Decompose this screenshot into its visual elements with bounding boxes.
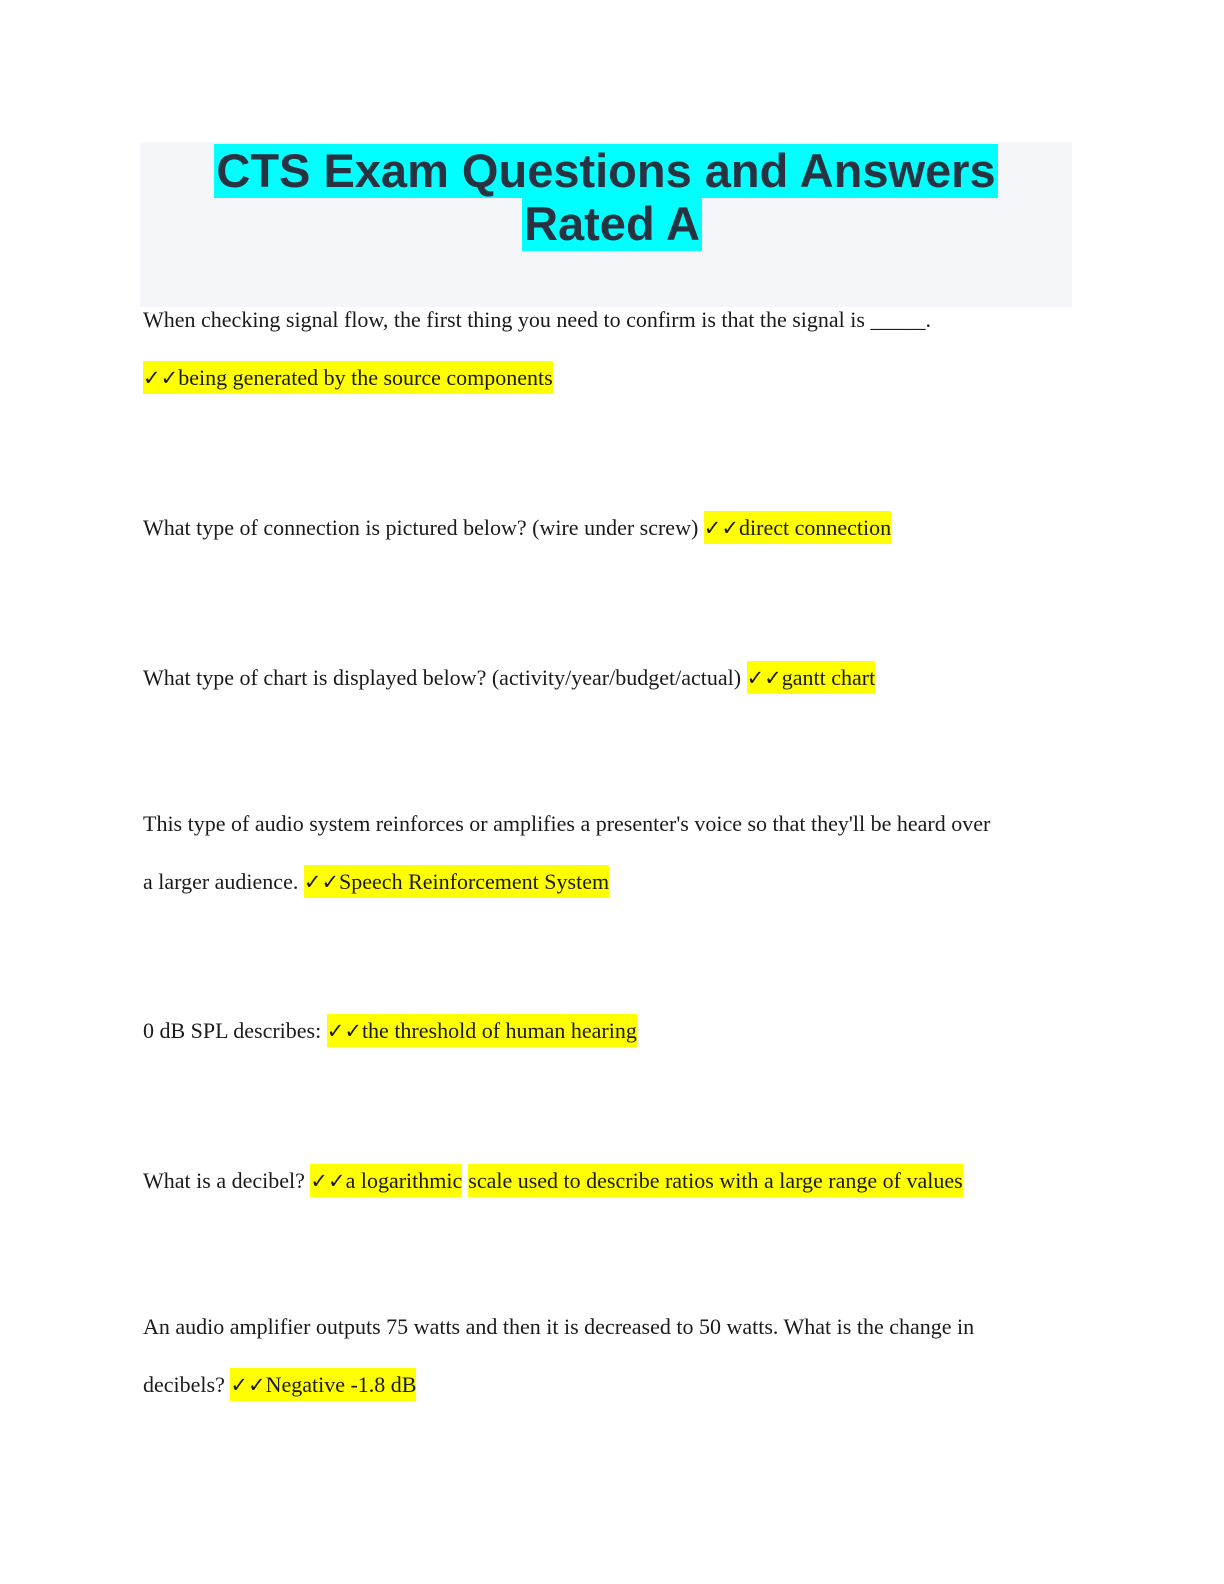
- check-icon: ✓✓: [310, 1169, 346, 1193]
- answer-text: Negative -1.8 dB: [265, 1372, 417, 1397]
- question-text-line-2: a larger audience.: [143, 869, 299, 894]
- answer-text: direct connection: [739, 515, 892, 540]
- check-icon: ✓✓: [143, 366, 179, 390]
- question-7: An audio amplifier outputs 75 watts and …: [143, 1298, 1083, 1356]
- question-4: This type of audio system reinforces or …: [143, 795, 1083, 853]
- question-text: What is a decibel?: [143, 1168, 305, 1193]
- check-icon: ✓✓: [326, 1019, 362, 1043]
- answer-highlight: ✓✓direct connection: [703, 511, 892, 544]
- question-2: What type of connection is pictured belo…: [143, 499, 1083, 557]
- check-icon: ✓✓: [230, 1373, 266, 1397]
- question-3: What type of chart is displayed below? (…: [143, 649, 1083, 707]
- answer-highlight: ✓✓the threshold of human hearing: [326, 1014, 637, 1047]
- check-icon: ✓✓: [703, 516, 739, 540]
- question-text: What type of chart is displayed below? (…: [143, 665, 742, 690]
- answer-highlight-part-2: scale used to describe ratios with a lar…: [468, 1164, 963, 1197]
- answer-1: ✓✓being generated by the source componen…: [143, 349, 1083, 407]
- answer-text: the threshold of human hearing: [361, 1018, 637, 1043]
- answer-text: gantt chart: [781, 665, 876, 690]
- question-text: When checking signal flow, the first thi…: [143, 307, 931, 332]
- question-text-line-2: decibels?: [143, 1372, 225, 1397]
- question-text-line-1: An audio amplifier outputs 75 watts and …: [143, 1314, 975, 1339]
- answer-text: being generated by the source components: [178, 365, 553, 390]
- answer-highlight: ✓✓Speech Reinforcement System: [303, 865, 610, 898]
- document-title-line-1: CTS Exam Questions and Answers: [214, 144, 998, 198]
- check-icon: ✓✓: [746, 666, 782, 690]
- answer-highlight: ✓✓gantt chart: [746, 661, 876, 694]
- answer-highlight: ✓✓being generated by the source componen…: [143, 361, 553, 394]
- answer-text-part-1: a logarithmic: [345, 1168, 463, 1193]
- question-5: 0 dB SPL describes: ✓✓the threshold of h…: [143, 1002, 1083, 1060]
- answer-highlight-part-1: ✓✓a logarithmic: [310, 1164, 463, 1197]
- answer-text-part-2: scale used to describe ratios with a lar…: [468, 1168, 963, 1193]
- question-7-continued: decibels? ✓✓Negative -1.8 dB: [143, 1356, 1083, 1414]
- title-block: CTS Exam Questions and Answers: [140, 142, 1072, 307]
- check-icon: ✓✓: [303, 870, 340, 894]
- question-text: What type of connection is pictured belo…: [143, 515, 699, 540]
- document-title-line-2: Rated A: [522, 197, 702, 251]
- question-4-continued: a larger audience. ✓✓Speech Reinforcemen…: [143, 853, 1083, 911]
- question-text-line-1: This type of audio system reinforces or …: [143, 811, 991, 836]
- answer-text: Speech Reinforcement System: [339, 869, 610, 894]
- question-1: When checking signal flow, the first thi…: [143, 291, 1083, 349]
- question-text: 0 dB SPL describes:: [143, 1018, 322, 1043]
- answer-highlight: ✓✓Negative -1.8 dB: [230, 1368, 417, 1401]
